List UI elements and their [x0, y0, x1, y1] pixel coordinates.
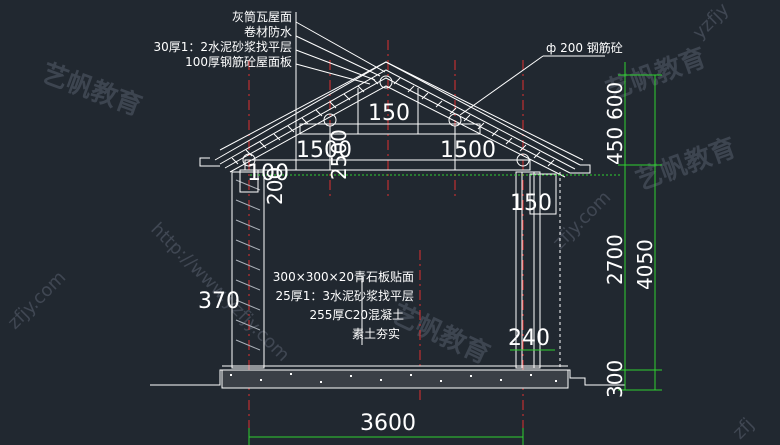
- dim-top: 150: [368, 101, 410, 126]
- dim-2500: 2500: [327, 129, 351, 180]
- floor-layer-3: 255厚C20混凝土: [309, 307, 404, 322]
- roof-layer-1: 灰筒瓦屋面: [232, 9, 292, 24]
- floor: [150, 365, 625, 389]
- dim-wall-left: 370: [198, 289, 240, 314]
- dim-100: 100: [247, 161, 289, 186]
- floor-layer-labels: 300×300×20青石板贴面 25厚1：3水泥砂浆找平层 255厚C20混凝土…: [273, 270, 414, 341]
- dim-mid: 150: [510, 191, 552, 216]
- watermark-brand-tr: 艺帆教育: [632, 132, 740, 197]
- roof-layer-labels: 灰筒瓦屋面 卷材防水 30厚1：2水泥砂浆找平层 100厚钢筋砼屋面板 ф 20…: [153, 9, 622, 69]
- floor-layer-4: 素土夯实: [352, 326, 400, 341]
- floor-layer-1: 300×300×20青石板贴面: [273, 270, 414, 284]
- watermark-url-br: zfj: [729, 414, 759, 444]
- dim-right-2700: 2700: [603, 234, 627, 285]
- roof: [199, 61, 591, 178]
- roof-layer-2: 卷材防水: [244, 24, 292, 39]
- leader-lines: [295, 12, 605, 345]
- dim-right-600: 600: [603, 82, 627, 120]
- dim-right-450: 450: [603, 127, 627, 165]
- roof-layer-3: 30厚1：2水泥砂浆找平层: [153, 39, 292, 54]
- watermark-url-top: yzfjy: [689, 0, 734, 44]
- dim-wall-right: 240: [508, 326, 550, 351]
- dim-200: 200: [263, 167, 287, 205]
- floor-layer-2: 25厚1：3水泥砂浆找平层: [275, 288, 414, 303]
- watermark-url-bl: zfjy.com: [4, 267, 71, 334]
- dim-right-4050: 4050: [633, 239, 657, 290]
- dimension-texts: 3600 370 240 150 1500 1500 150 100 200 2…: [198, 82, 657, 436]
- watermark-brand-tl: 艺帆教育: [38, 57, 146, 122]
- dim-width: 3600: [360, 411, 416, 436]
- rebar-note: ф 200 钢筋砼: [546, 40, 623, 55]
- walls: [231, 169, 561, 369]
- dim-right-300: 300: [603, 360, 627, 398]
- dim-left-span: 1500: [296, 138, 352, 163]
- dim-right-span: 1500: [440, 138, 496, 163]
- roof-layer-4: 100厚钢筋砼屋面板: [185, 54, 292, 69]
- dimension-lines: [248, 62, 662, 445]
